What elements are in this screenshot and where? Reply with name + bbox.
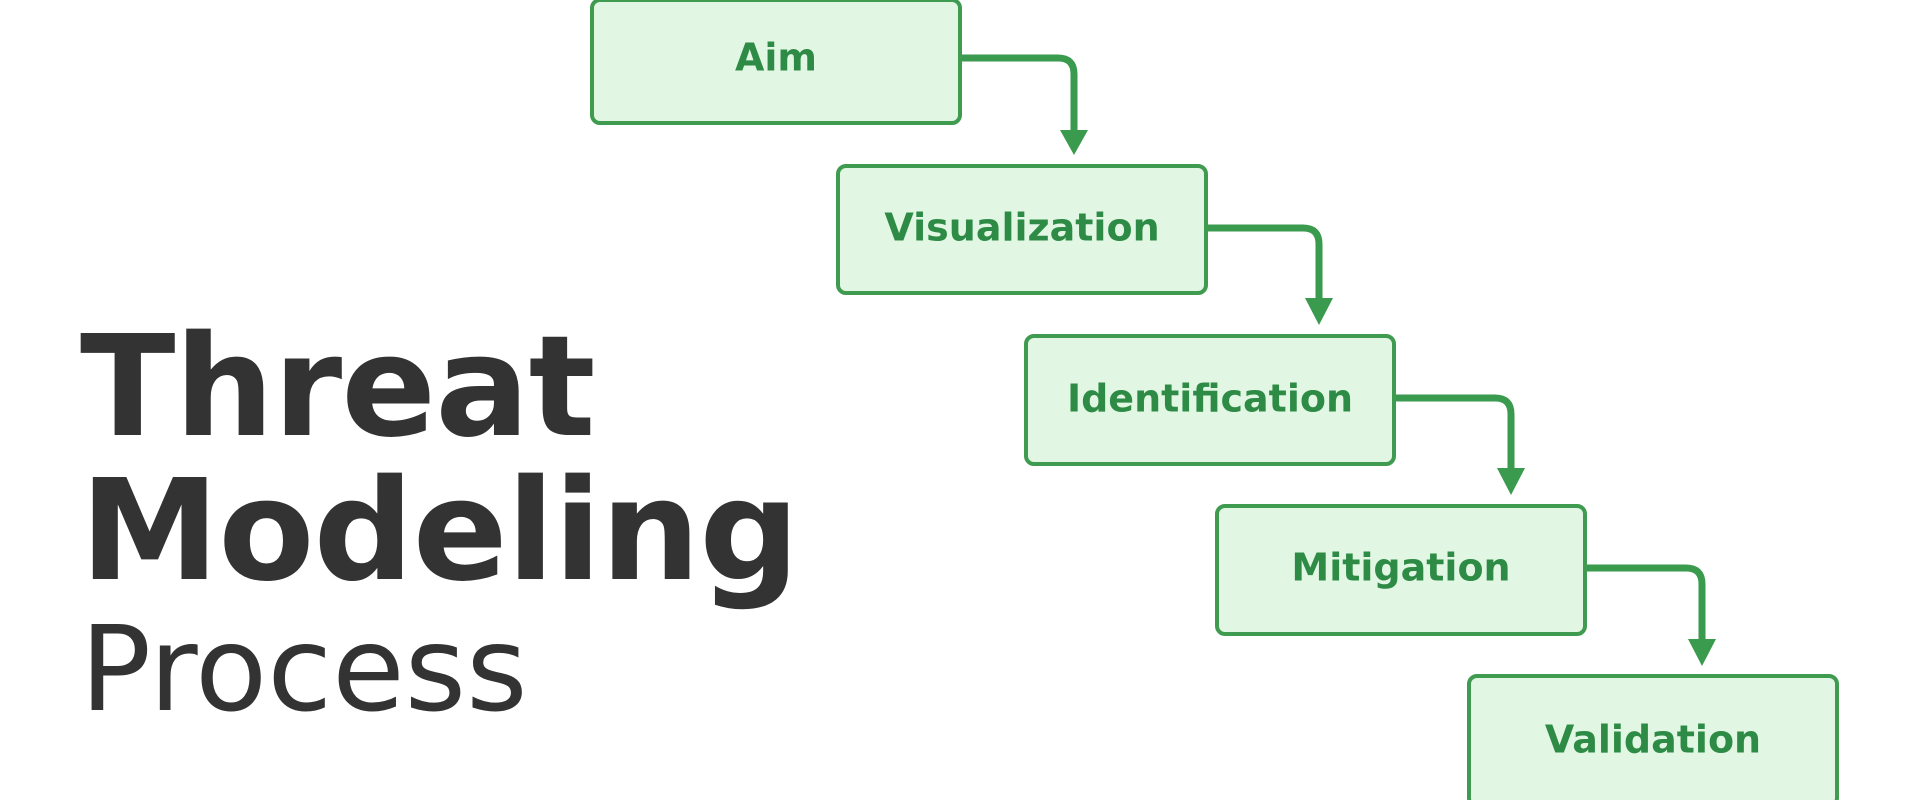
arrow-line	[1587, 564, 1706, 643]
step-label-identification: Identification	[1067, 377, 1353, 421]
arrow-visualization-to-identification	[1208, 224, 1333, 325]
step-box	[1215, 504, 1587, 636]
step-mitigation: Mitigation	[1215, 504, 1587, 636]
arrow-aim-to-visualization	[962, 54, 1088, 155]
step-identification: Identification	[1024, 334, 1396, 466]
step-aim: Aim	[590, 0, 962, 125]
step-box	[590, 0, 962, 125]
title-line-modeling: Modeling	[80, 450, 800, 613]
diagram-title: Threat Modeling Process	[80, 306, 840, 738]
step-visualization: Visualization	[836, 164, 1208, 295]
step-box	[1024, 334, 1396, 466]
title-line-process: Process	[80, 600, 528, 738]
step-label-visualization: Visualization	[884, 206, 1159, 250]
arrow-line	[1396, 394, 1515, 472]
step-label-validation: Validation	[1545, 718, 1761, 762]
title-line-threat: Threat	[80, 306, 596, 469]
step-box	[836, 164, 1208, 295]
arrow-head	[1688, 639, 1716, 666]
arrow-head	[1305, 298, 1333, 325]
arrow-identification-to-mitigation	[1396, 394, 1525, 495]
step-label-mitigation: Mitigation	[1291, 546, 1510, 590]
arrow-head	[1497, 468, 1525, 495]
step-box	[1467, 674, 1839, 800]
arrow-head	[1060, 130, 1088, 155]
step-label-aim: Aim	[735, 36, 817, 80]
arrow-line	[1208, 224, 1323, 302]
step-validation: Validation	[1467, 674, 1839, 800]
arrow-mitigation-to-validation	[1587, 564, 1716, 666]
arrow-line	[962, 54, 1078, 134]
